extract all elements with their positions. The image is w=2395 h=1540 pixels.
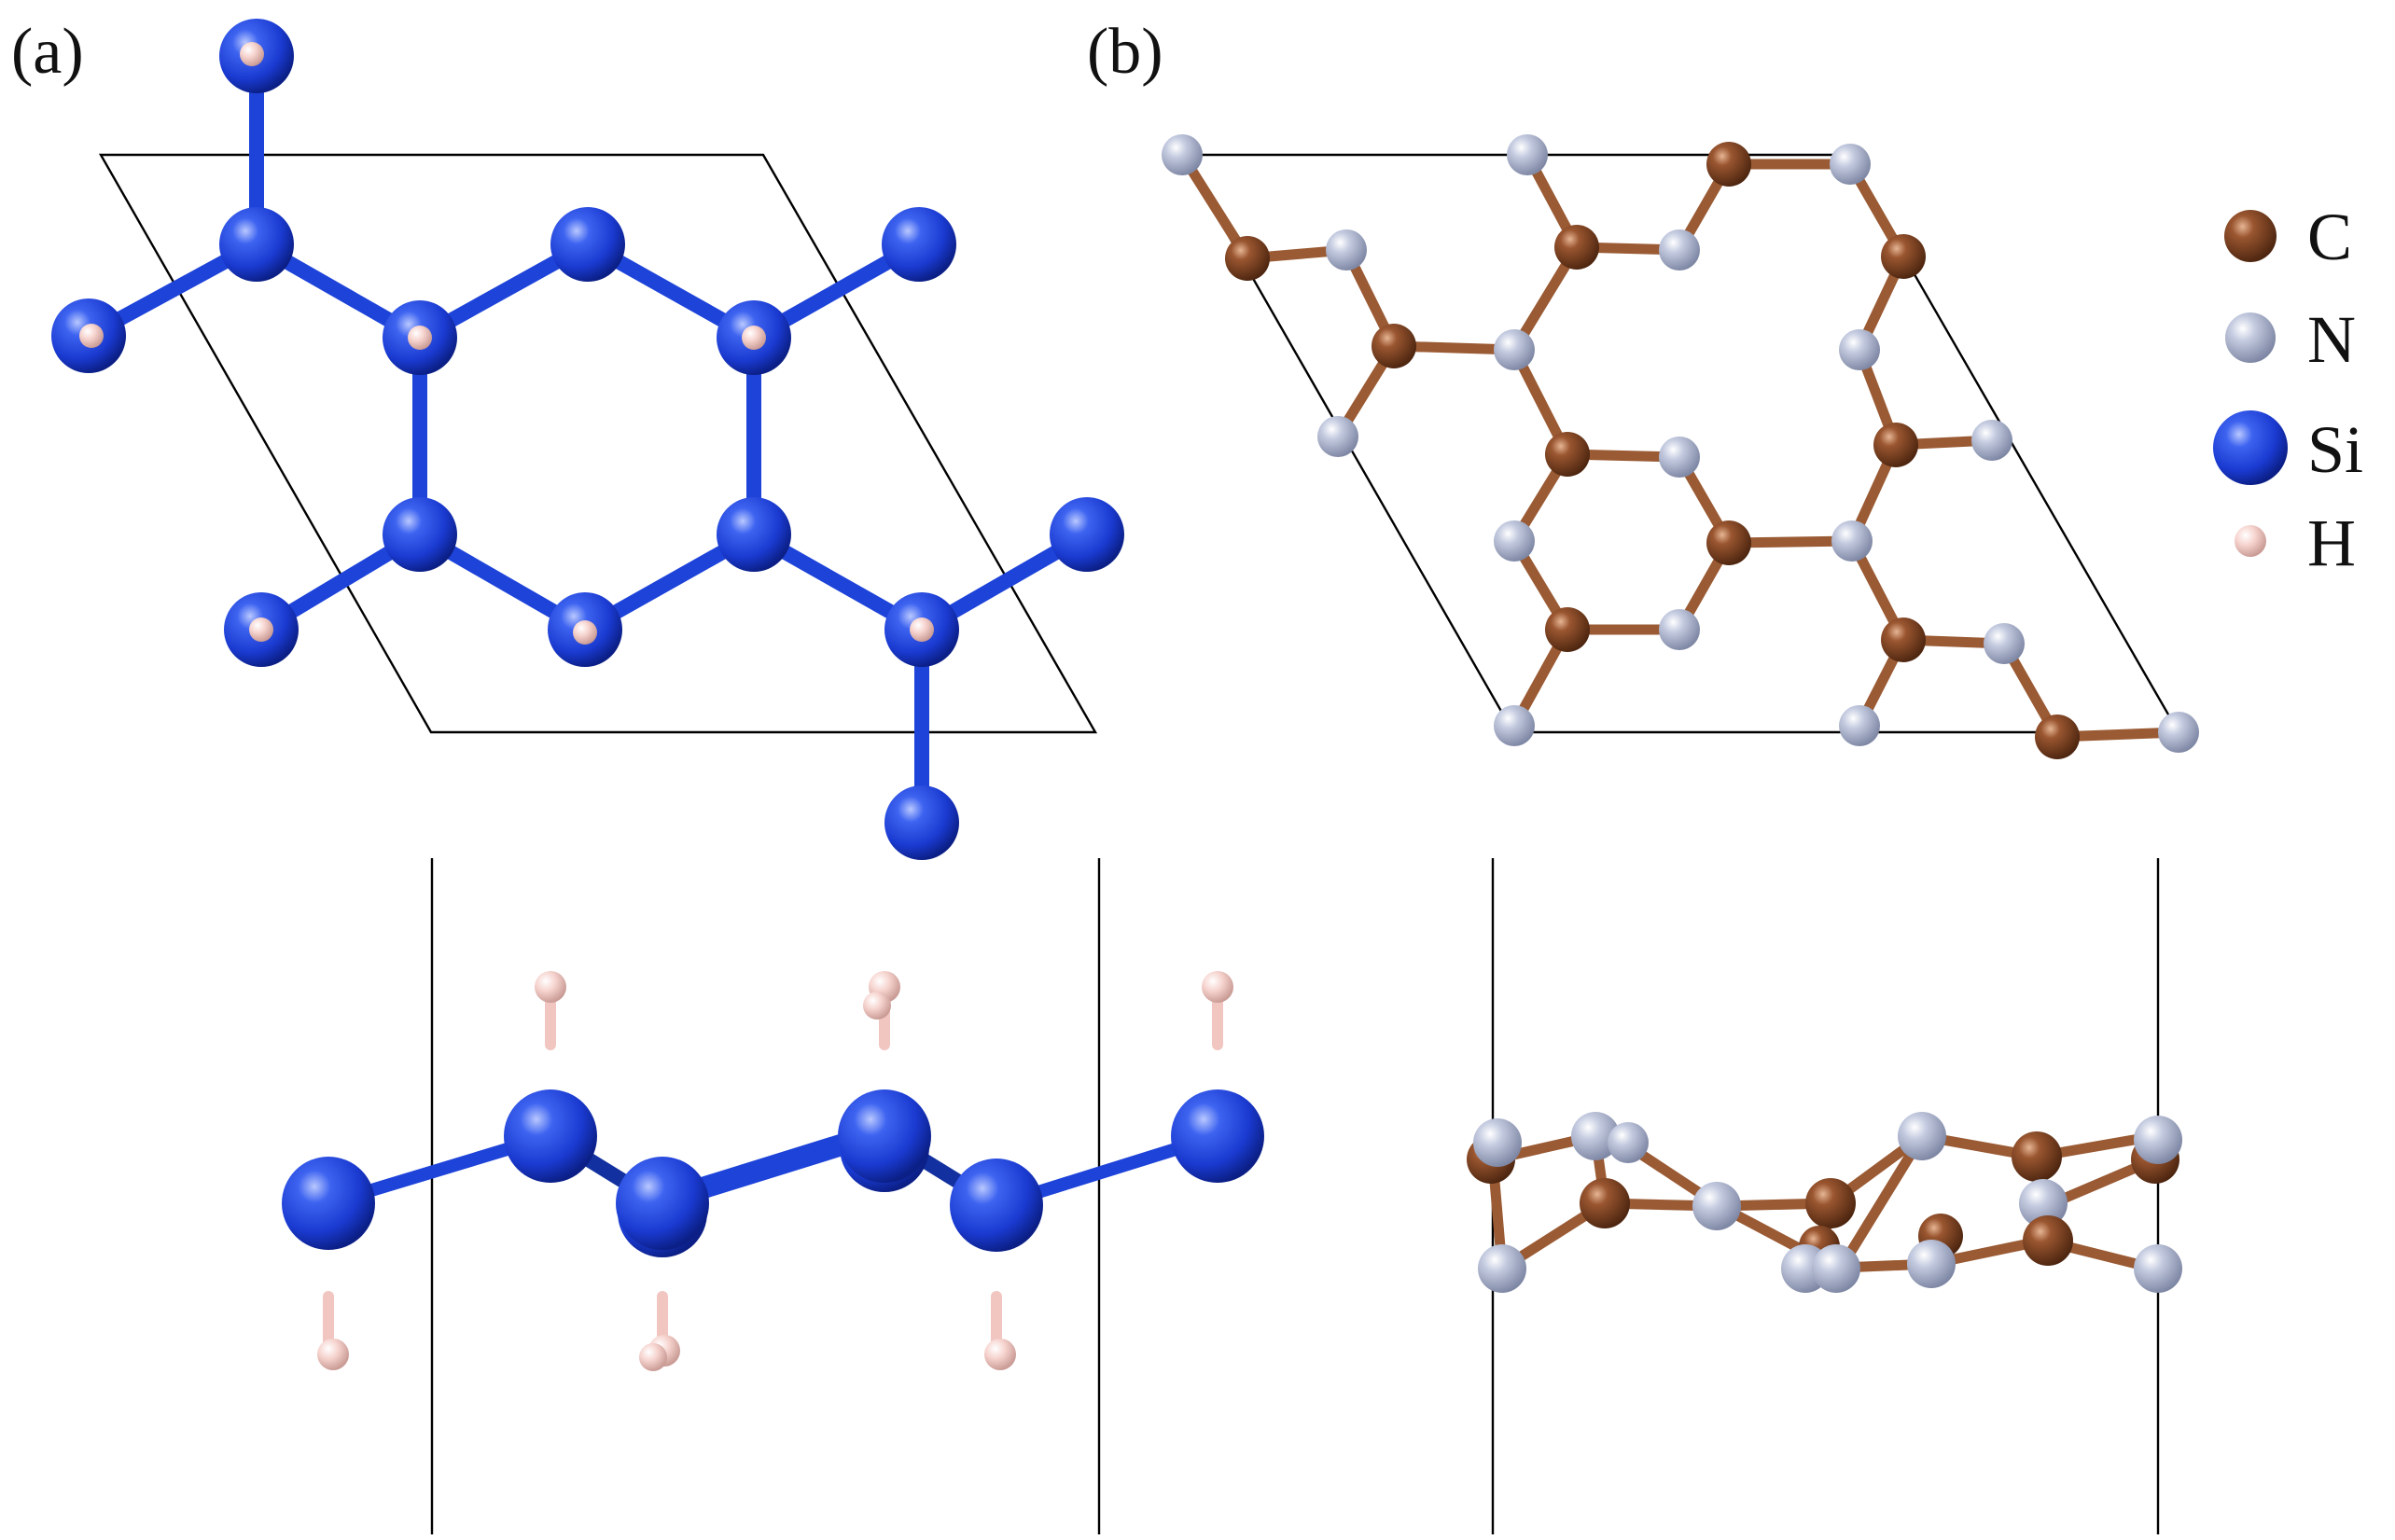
si-atom bbox=[884, 785, 959, 860]
legend-item-silicon: Si bbox=[2213, 410, 2363, 487]
si-atom bbox=[383, 497, 457, 572]
n-atom bbox=[1494, 705, 1535, 746]
si-atom-hydrogenated bbox=[884, 592, 959, 667]
c-atom bbox=[1554, 225, 1599, 270]
n-atom bbox=[1317, 416, 1358, 457]
si-atom-hydrogenated bbox=[383, 300, 457, 375]
n-atom bbox=[1839, 329, 1880, 370]
silicon-swatch bbox=[2213, 410, 2288, 485]
h-atom bbox=[1202, 971, 1233, 1003]
c-atom bbox=[1881, 234, 1926, 279]
unit-cell-a-top bbox=[98, 153, 1098, 734]
si-atom bbox=[282, 1157, 375, 1250]
n-atom bbox=[1830, 144, 1871, 185]
legend-label-nitrogen: N bbox=[2307, 302, 2356, 377]
n-atom bbox=[1831, 520, 1873, 562]
cn-side-view-atoms bbox=[1467, 1112, 2182, 1293]
c-atom bbox=[1706, 520, 1751, 565]
n-atom bbox=[1971, 420, 2012, 461]
c-atom bbox=[2012, 1131, 2062, 1182]
h-atom bbox=[863, 992, 891, 1020]
legend-item-nitrogen: N bbox=[2225, 302, 2356, 377]
silicene-top-view-atoms bbox=[51, 19, 1124, 860]
si-atom bbox=[550, 207, 625, 282]
panel-label-a: (a) bbox=[11, 16, 84, 88]
h-atom bbox=[984, 1339, 1016, 1370]
legend-label-hydrogen: H bbox=[2307, 506, 2356, 580]
legend-label-carbon: C bbox=[2307, 200, 2352, 274]
n-atom bbox=[1659, 437, 1700, 478]
carbon-swatch bbox=[2224, 210, 2277, 262]
si-atom-hydrogenated bbox=[219, 19, 294, 93]
si-atom bbox=[504, 1089, 597, 1183]
si-atom-hydrogenated bbox=[548, 592, 622, 667]
n-atom bbox=[2158, 712, 2199, 753]
n-atom bbox=[1494, 520, 1535, 562]
n-atom bbox=[1659, 609, 1700, 650]
cn-top-view-atoms bbox=[1162, 134, 2199, 759]
n-atom bbox=[1898, 1112, 1946, 1160]
n-atom bbox=[2134, 1244, 2182, 1293]
n-atom bbox=[1494, 329, 1535, 370]
c-atom bbox=[1805, 1178, 1856, 1228]
n-atom bbox=[1608, 1122, 1649, 1163]
legend-item-hydrogen: H bbox=[2235, 506, 2356, 580]
legend: C N Si H bbox=[2213, 200, 2363, 580]
n-atom bbox=[1984, 623, 2025, 664]
silicene-top-view-bonds bbox=[81, 49, 1094, 830]
c-atom bbox=[1372, 324, 1416, 368]
si-atom bbox=[838, 1089, 931, 1183]
n-atom bbox=[1162, 134, 1203, 175]
c-atom bbox=[1545, 607, 1590, 652]
n-atom bbox=[1812, 1244, 1860, 1293]
n-atom bbox=[1692, 1182, 1741, 1230]
c-atom bbox=[1881, 617, 1926, 662]
n-atom bbox=[1478, 1244, 1526, 1293]
silicene-side-view-atoms bbox=[282, 971, 1264, 1371]
si-atom bbox=[1171, 1089, 1264, 1183]
si-atom bbox=[219, 207, 294, 282]
h-atom bbox=[317, 1339, 349, 1370]
si-atom bbox=[717, 497, 791, 572]
si-atom bbox=[950, 1158, 1043, 1252]
si-atom-hydrogenated bbox=[51, 298, 126, 373]
n-atom bbox=[1839, 705, 1880, 746]
n-atom bbox=[1507, 134, 1548, 175]
c-atom bbox=[1225, 236, 1270, 281]
n-atom bbox=[1326, 229, 1367, 271]
c-atom bbox=[1545, 432, 1590, 477]
c-atom bbox=[1873, 423, 1918, 467]
n-atom bbox=[1571, 1112, 1620, 1160]
si-atom bbox=[882, 207, 956, 282]
si-atom bbox=[616, 1157, 709, 1250]
c-atom bbox=[1580, 1178, 1630, 1228]
c-atom bbox=[2035, 715, 2080, 759]
c-atom bbox=[2023, 1215, 2073, 1266]
h-atom bbox=[639, 1343, 667, 1371]
panel-label-b: (b) bbox=[1087, 16, 1163, 88]
si-atom-hydrogenated bbox=[717, 300, 791, 375]
n-atom bbox=[1473, 1118, 1522, 1167]
n-atom bbox=[1907, 1240, 1956, 1288]
legend-item-carbon: C bbox=[2224, 200, 2352, 274]
legend-label-silicon: Si bbox=[2307, 412, 2363, 487]
silicene-side-view-bonds bbox=[322, 982, 1224, 1359]
si-atom-hydrogenated bbox=[224, 592, 299, 667]
si-atom bbox=[1050, 497, 1124, 572]
c-atom bbox=[1706, 142, 1751, 187]
n-atom bbox=[2019, 1179, 2068, 1228]
nitrogen-swatch bbox=[2225, 312, 2276, 363]
hydrogen-swatch bbox=[2235, 525, 2266, 557]
n-atom bbox=[1659, 229, 1700, 271]
h-atom bbox=[535, 971, 566, 1003]
n-atom bbox=[2134, 1116, 2182, 1164]
